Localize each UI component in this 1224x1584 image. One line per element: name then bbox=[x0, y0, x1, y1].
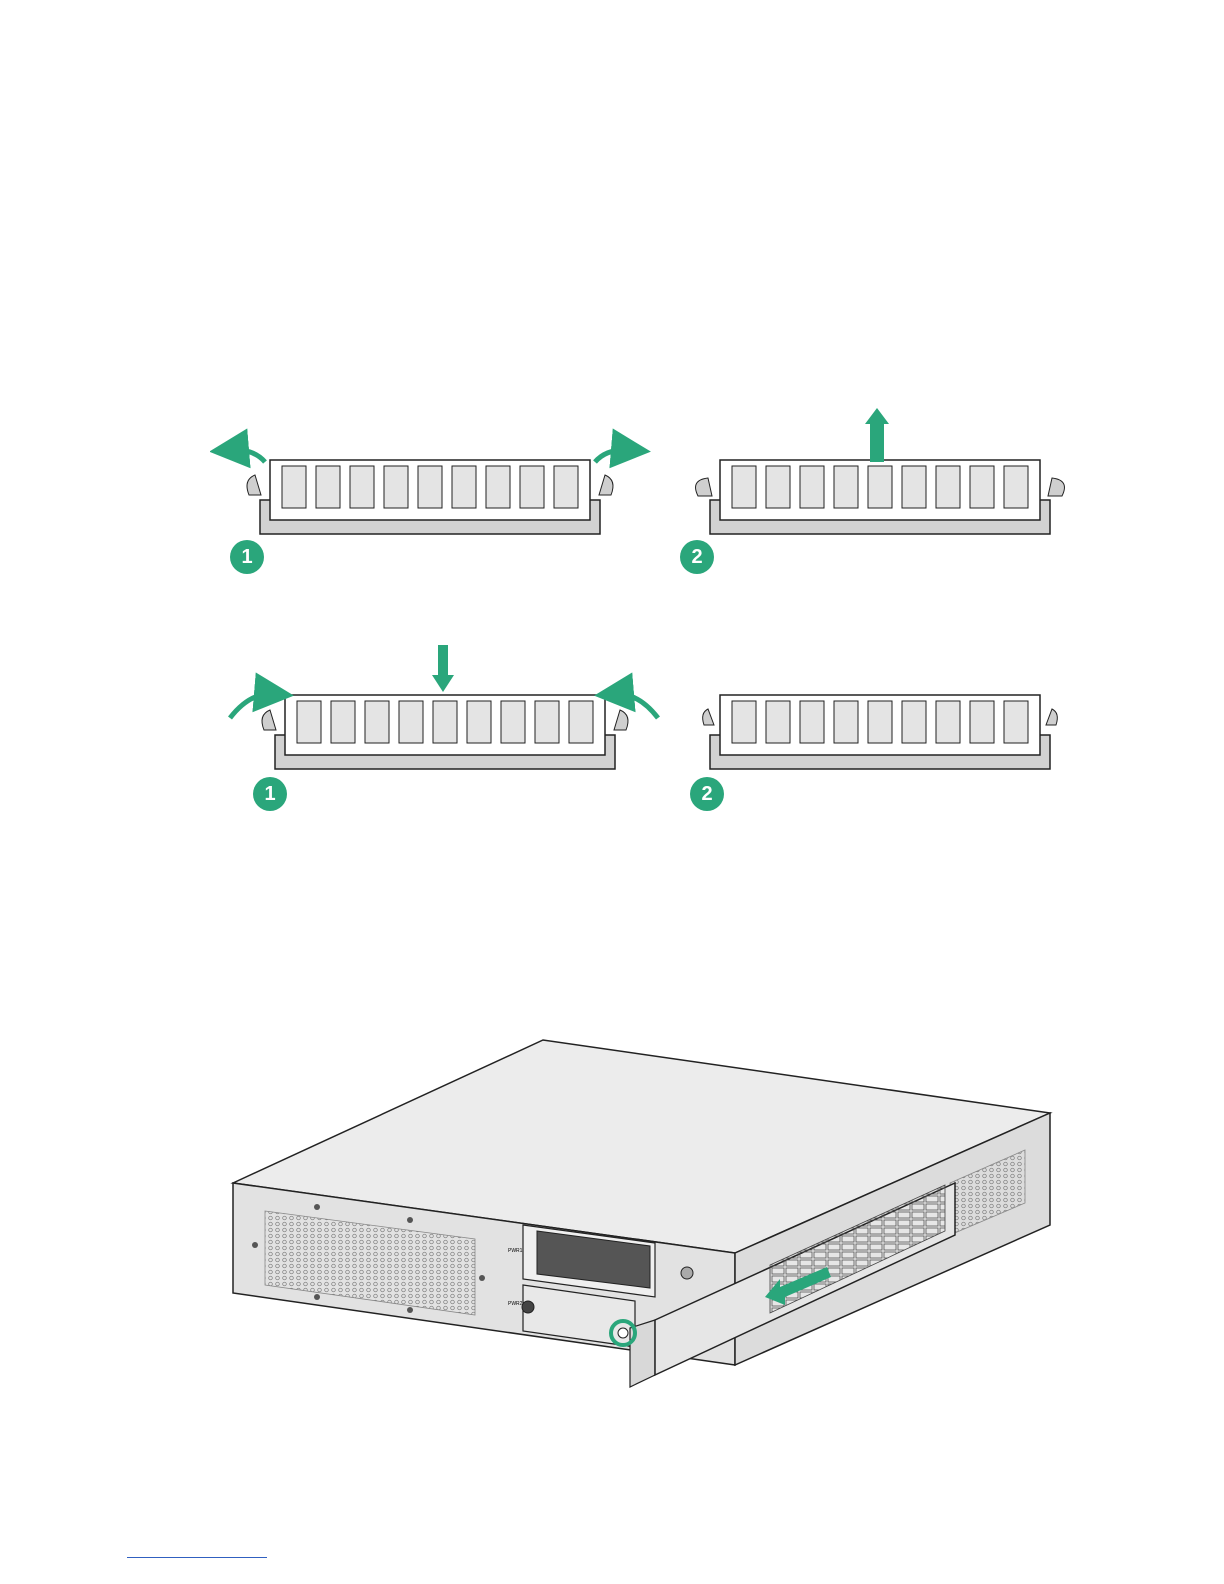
pull-up-arrow-shaft bbox=[870, 422, 884, 462]
install-step2-badge: 2 bbox=[690, 777, 724, 811]
install-memory-illustration bbox=[220, 640, 1090, 820]
psu-label-bottom: PWR2 bbox=[508, 1301, 522, 1307]
remove-step1-badge: 1 bbox=[230, 540, 264, 574]
press-down-arrow-head bbox=[432, 675, 454, 692]
step2-module bbox=[696, 460, 1065, 534]
remove-step2-badge: 2 bbox=[680, 540, 714, 574]
chassis-illustration bbox=[225, 1035, 1065, 1400]
pull-up-arrow-head bbox=[865, 408, 889, 424]
step1-module bbox=[247, 460, 613, 534]
step1-install-module bbox=[262, 695, 628, 769]
figure-remove-memory: 1 2 bbox=[210, 400, 1090, 590]
figure-chassis: PWR1 PWR2 bbox=[225, 1035, 1065, 1400]
press-down-arrow-shaft bbox=[438, 645, 448, 677]
remove-memory-illustration bbox=[210, 400, 1090, 590]
step2-installed-module bbox=[703, 695, 1058, 769]
psu-label-top: PWR1 bbox=[508, 1248, 522, 1254]
footnote-rule bbox=[127, 1557, 267, 1558]
captive-screw bbox=[522, 1301, 534, 1313]
install-step1-badge: 1 bbox=[253, 777, 287, 811]
figure-install-memory: 1 2 bbox=[220, 640, 1090, 820]
